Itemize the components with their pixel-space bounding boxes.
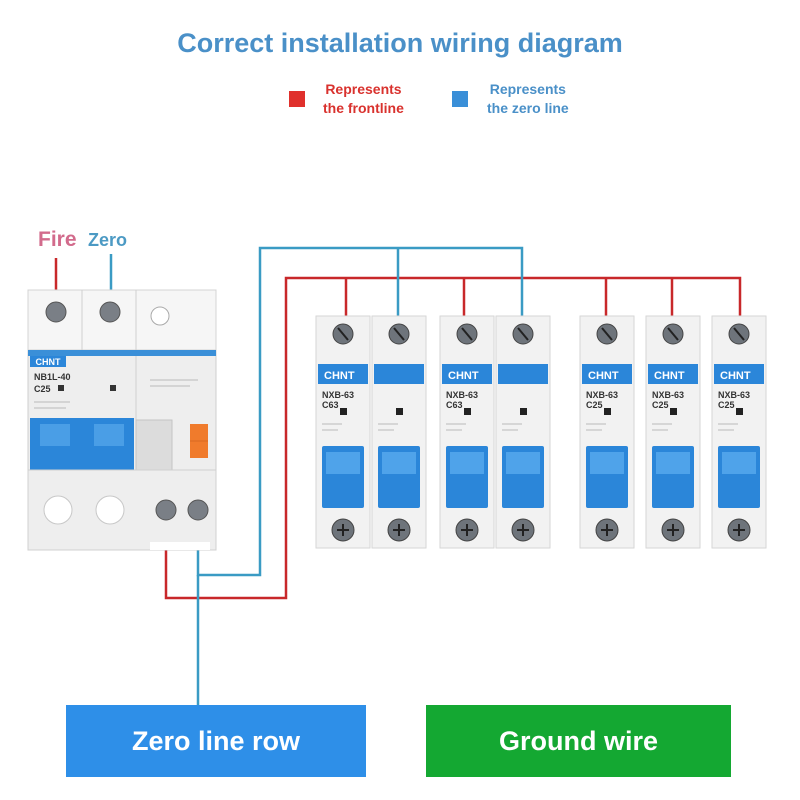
main-rating-text: C25: [34, 384, 51, 394]
fire-label: Fire: [38, 228, 77, 251]
breaker-rating-text: C63: [446, 400, 463, 410]
main-brand-text: CHNT: [36, 357, 61, 367]
breaker-rating-text: C25: [652, 400, 669, 410]
zero-label: Zero: [88, 230, 128, 250]
breaker-pole-body: [439, 315, 495, 549]
legend-zero-label: Represents the zero line: [487, 80, 569, 118]
legend-zero-line1: Represents: [489, 81, 566, 97]
ground-wire-box: Ground wire: [426, 705, 731, 777]
main-breaker: CHNT NB1L-40 C25: [27, 289, 217, 551]
main-output-screw-1: [155, 499, 177, 521]
page-title: Correct installation wiring diagram: [177, 28, 623, 58]
breaker-pole-body: [711, 315, 767, 549]
breaker-brand-text: CHNT: [654, 370, 685, 382]
branch-breakers: CHNTNXB-63C63CHNTNXB-63C63CHNTNXB-63C25C…: [315, 315, 767, 549]
breaker-model-text: NXB-63: [446, 390, 478, 400]
breaker-rating-text: C25: [586, 400, 603, 410]
breaker-pole-body: [579, 315, 635, 549]
breaker-brand-band: [318, 364, 368, 384]
legend-zero-line2: the zero line: [487, 100, 569, 116]
breaker-pole-body: [371, 315, 427, 549]
breaker-rating-text: C25: [718, 400, 735, 410]
breaker-pole-body: [495, 315, 551, 549]
breaker-model-text: NXB-63: [322, 390, 354, 400]
zero-line-row-box: Zero line row: [66, 705, 366, 777]
breaker-brand-band: [498, 364, 548, 384]
breaker-pole-body: [315, 315, 371, 549]
breaker-brand-band: [582, 364, 632, 384]
main-terminal-screw-2: [99, 301, 121, 323]
zero-line-row-label: Zero line row: [131, 725, 301, 756]
main-terminal-hole: [150, 306, 170, 326]
breaker-model-text: NXB-63: [718, 390, 750, 400]
main-terminal-screw-1: [45, 301, 67, 323]
neutral-wires: [109, 246, 524, 705]
main-breaker-stripe: [28, 350, 216, 356]
breaker-model-text: NXB-63: [652, 390, 684, 400]
breaker-brand-band: [648, 364, 698, 384]
ground-wire-label: Ground wire: [498, 725, 658, 756]
legend-frontline-label: Represents the frontline: [323, 80, 404, 118]
breaker-rating-text: C63: [322, 400, 339, 410]
breaker-pole-body: [645, 315, 701, 549]
breaker-brand-band: [714, 364, 764, 384]
breaker-brand-text: CHNT: [324, 370, 355, 382]
main-model-text: NB1L-40: [34, 372, 71, 382]
main-output-screw-2: [187, 499, 209, 521]
main-brand-badge: [30, 356, 66, 367]
legend-frontline-line1: Represents: [325, 81, 402, 97]
breaker-brand-band: [374, 364, 424, 384]
breaker-model-text: NXB-63: [586, 390, 618, 400]
breaker-brand-band: [442, 364, 492, 384]
neutral-bus-wire: [196, 246, 524, 577]
legend-frontline-swatch: [289, 91, 305, 107]
legend-frontline-line2: the frontline: [323, 100, 404, 116]
breaker-brand-text: CHNT: [588, 370, 619, 382]
breaker-brand-text: CHNT: [448, 370, 479, 382]
breaker-brand-text: CHNT: [720, 370, 751, 382]
live-bus-wire: [164, 276, 742, 600]
legend-zero-swatch: [452, 91, 468, 107]
